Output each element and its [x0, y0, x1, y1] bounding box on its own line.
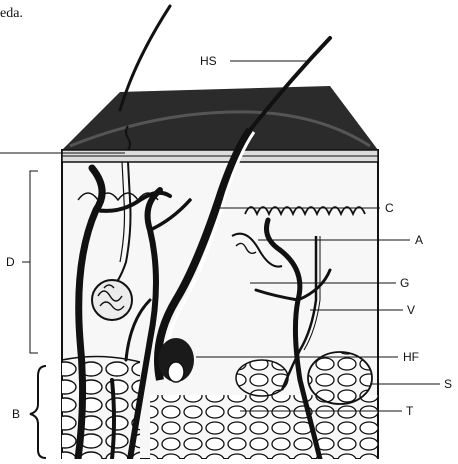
epidermis-top: [62, 86, 378, 150]
label-T: T: [406, 404, 414, 418]
label-A: A: [415, 233, 423, 247]
label-S: S: [444, 377, 452, 391]
label-G: G: [400, 276, 409, 290]
label-D: D: [6, 255, 15, 269]
label-HS: HS: [200, 54, 217, 68]
label-C: C: [385, 201, 394, 215]
label-HF: HF: [403, 350, 419, 364]
caption-fragment: eda.: [0, 6, 23, 22]
label-V: V: [407, 303, 415, 317]
label-B: B: [12, 407, 20, 421]
bracket-B: [30, 366, 46, 458]
